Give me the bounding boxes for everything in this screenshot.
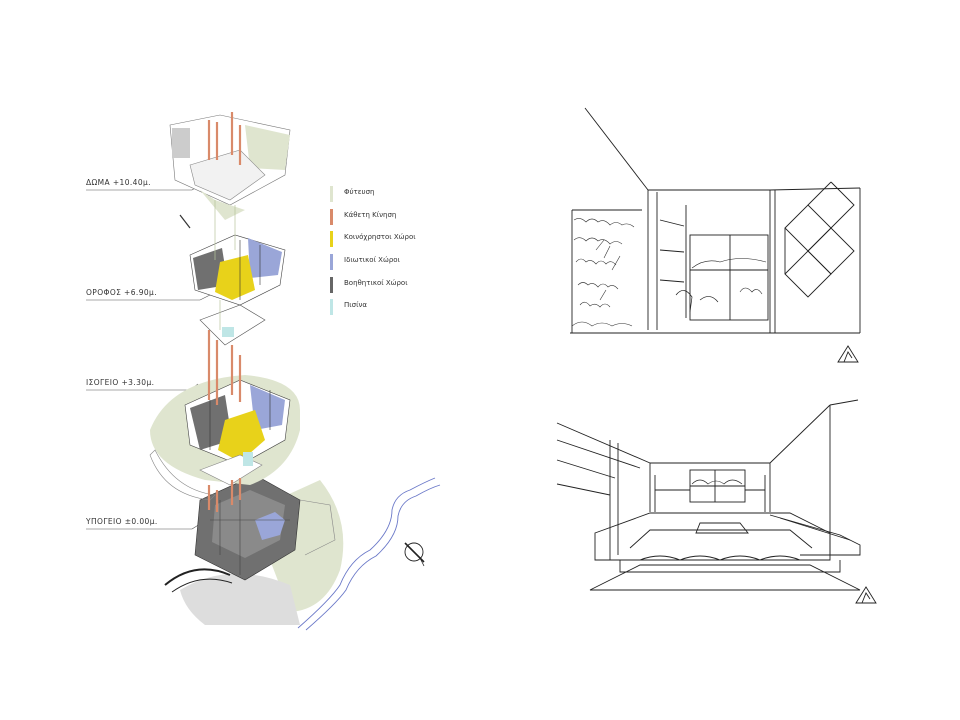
legend-item: Πισίνα bbox=[330, 299, 470, 324]
legend-swatch bbox=[330, 299, 333, 316]
legend-swatch bbox=[330, 276, 333, 293]
legend-label: Πισίνα bbox=[344, 301, 367, 310]
level-label-basement: ΥΠΟΓΕΙΟ ±0.00μ. bbox=[86, 517, 158, 526]
legend-swatch bbox=[330, 186, 333, 202]
legend-label: Κοινόχρηστοι Χώροι bbox=[344, 233, 416, 242]
legend: Φύτευση Κάθετη Κίνηση Κοινόχρηστοι Χώροι… bbox=[330, 186, 470, 324]
vegetation-scribbles bbox=[571, 218, 635, 327]
architect-logo-icon bbox=[855, 586, 877, 604]
legend-swatch bbox=[330, 208, 333, 225]
legend-item: Φύτευση bbox=[330, 186, 470, 211]
level-ground bbox=[149, 375, 300, 501]
level-first bbox=[179, 214, 286, 346]
sketch-living-room bbox=[556, 399, 861, 591]
compass-north-icon bbox=[404, 542, 425, 567]
legend-swatch bbox=[330, 231, 333, 248]
level-label-roof: ΔΩΜΑ +10.40μ. bbox=[86, 178, 151, 187]
architect-logo-icon bbox=[837, 345, 859, 363]
river bbox=[297, 477, 441, 631]
legend-swatch bbox=[330, 254, 333, 271]
legend-label: Βοηθητικοί Χώροι bbox=[344, 278, 408, 287]
level-basement bbox=[164, 474, 344, 625]
sketch-entrance-view bbox=[570, 107, 861, 334]
legend-label: Ιδιωτικοί Χώροι bbox=[344, 256, 400, 265]
level-roof bbox=[169, 114, 291, 220]
legend-item: Κοινόχρηστοι Χώροι bbox=[330, 231, 470, 256]
shaft-guides bbox=[214, 200, 236, 330]
legend-item: Κάθετη Κίνηση bbox=[330, 208, 470, 234]
legend-item: Ιδιωτικοί Χώροι bbox=[330, 254, 470, 279]
legend-label: Κάθετη Κίνηση bbox=[344, 210, 397, 219]
vertical-circulation bbox=[207, 112, 242, 512]
legend-label: Φύτευση bbox=[344, 188, 375, 196]
level-label-first-floor: ΟΡΟΦΟΣ +6.90μ. bbox=[86, 288, 157, 297]
legend-item: Βοηθητικοί Χώροι bbox=[330, 276, 470, 302]
level-label-ground-floor: ΙΣΟΓΕΙΟ +3.30μ. bbox=[86, 378, 155, 387]
